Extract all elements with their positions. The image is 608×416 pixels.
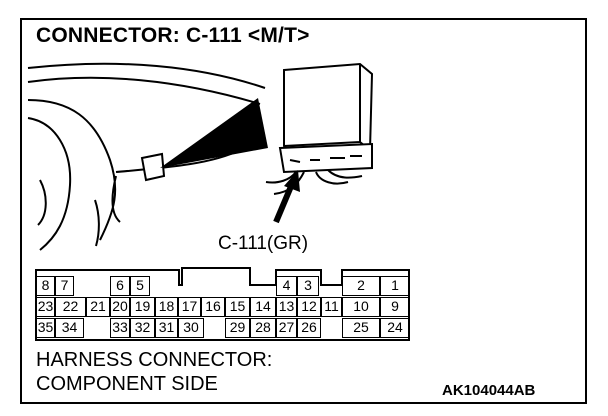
- pin-1: 1: [380, 276, 410, 296]
- pin-26: 26: [297, 318, 321, 338]
- pin-32: 32: [130, 318, 155, 338]
- pin-29: 29: [225, 318, 250, 338]
- dashboard-outline: [27, 62, 266, 251]
- pin-24: 24: [380, 318, 410, 338]
- pin-15: 15: [225, 297, 250, 317]
- pin-12: 12: [297, 297, 321, 317]
- pin-14: 14: [250, 297, 276, 317]
- pin-30: 30: [178, 318, 204, 338]
- footer-line-1: HARNESS CONNECTOR:: [36, 349, 273, 371]
- pin-34: 34: [55, 318, 84, 338]
- pin-11: 11: [321, 297, 342, 317]
- pin-16: 16: [201, 297, 225, 317]
- pin-19: 19: [130, 297, 155, 317]
- footer-line-2: COMPONENT SIDE: [36, 373, 218, 395]
- pin-27: 27: [276, 318, 297, 338]
- pin-21: 21: [86, 297, 110, 317]
- pin-9: 9: [380, 297, 410, 317]
- relay-box: [140, 152, 166, 182]
- pin-25: 25: [342, 318, 380, 338]
- pointer-wedge: [160, 98, 268, 168]
- pin-31: 31: [155, 318, 178, 338]
- pin-6: 6: [110, 276, 130, 296]
- pin-20: 20: [110, 297, 130, 317]
- pin-28: 28: [250, 318, 276, 338]
- pin-10: 10: [342, 297, 380, 317]
- connector-label: C-111(GR): [218, 233, 309, 254]
- page-title: CONNECTOR: C-111 <M/T>: [36, 24, 310, 47]
- connector-arrow: [273, 182, 295, 224]
- pin-13: 13: [276, 297, 297, 317]
- pin-17: 17: [178, 297, 201, 317]
- pin-2: 2: [342, 276, 380, 296]
- diagram-frame: [20, 18, 587, 404]
- pin-4: 4: [276, 276, 297, 296]
- reference-code: AK104044AB: [442, 382, 536, 399]
- pin-33: 33: [110, 318, 130, 338]
- pin-18: 18: [155, 297, 178, 317]
- pin-5: 5: [130, 276, 150, 296]
- pin-3: 3: [297, 276, 319, 296]
- pin-23: 23: [36, 297, 55, 317]
- pin-35: 35: [36, 318, 55, 338]
- pin-22: 22: [55, 297, 86, 317]
- pin-7: 7: [55, 276, 74, 296]
- pin-8: 8: [36, 276, 55, 296]
